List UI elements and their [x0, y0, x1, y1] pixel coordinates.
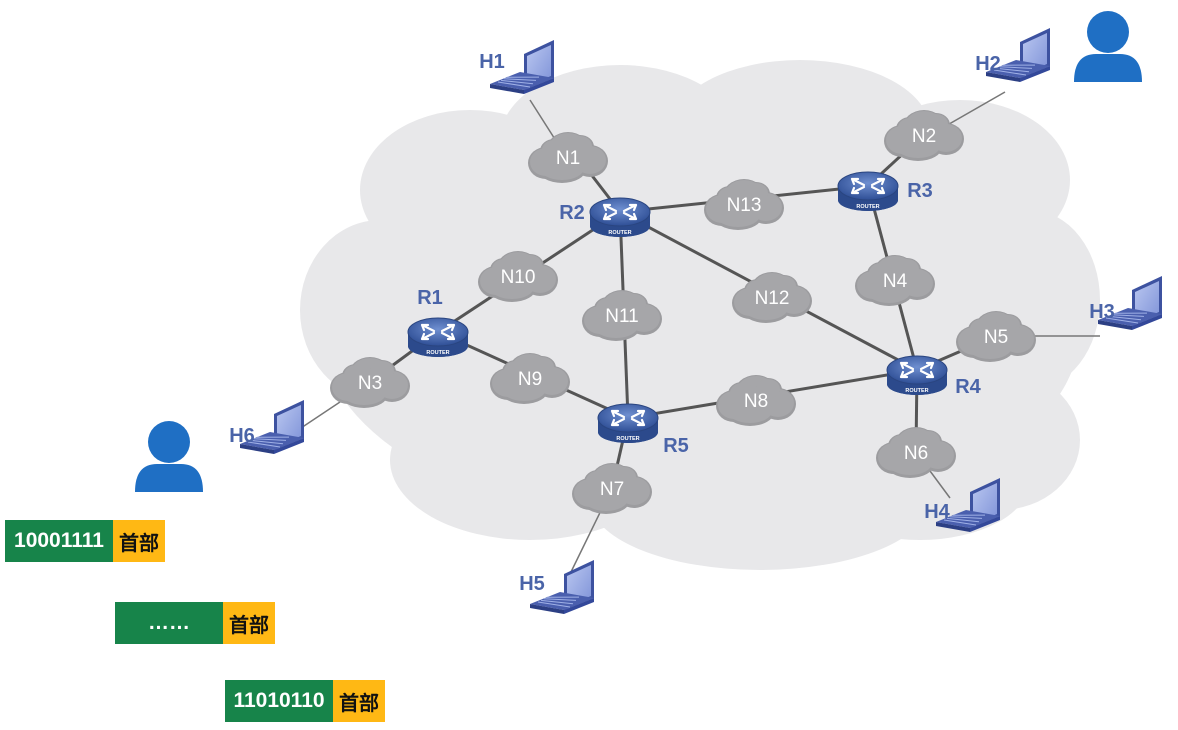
packet-header: 首部	[113, 520, 165, 562]
packet: …… 首部	[115, 602, 275, 644]
router-badge: ROUTER	[616, 436, 639, 442]
router-label: R3	[907, 180, 933, 202]
network-label: N5	[984, 327, 1008, 348]
router-arrows-icon	[602, 203, 638, 221]
router-icon: ROUTER	[407, 317, 469, 357]
router-arrows-icon	[610, 409, 646, 427]
laptop-icon	[530, 560, 594, 614]
laptop-icon	[490, 40, 554, 94]
network-cloud: N1	[528, 132, 608, 183]
router-arrows-icon	[850, 177, 886, 195]
network-cloud: N7	[572, 463, 652, 514]
router-badge: ROUTER	[905, 388, 928, 394]
network-label: N2	[912, 126, 936, 147]
network-cloud: N4	[855, 255, 935, 306]
network-cloud: N9	[490, 353, 570, 404]
network-label: N10	[501, 267, 536, 288]
network-cloud: N2	[884, 110, 964, 161]
router-label: R5	[663, 435, 689, 457]
router-badge: ROUTER	[426, 350, 449, 356]
router-arrows-icon	[899, 361, 935, 379]
laptop-icon	[240, 400, 304, 454]
host-label: H5	[519, 573, 545, 595]
network-cloud: N12	[732, 272, 812, 323]
host-label: H3	[1089, 301, 1115, 323]
network-cloud: N13	[704, 179, 784, 230]
host-label: H6	[229, 425, 255, 447]
router-label: R2	[559, 202, 585, 224]
packet-payload: ……	[115, 602, 223, 644]
router-icon: ROUTER	[837, 171, 899, 211]
network-label: N8	[744, 391, 768, 412]
packet-header: 首部	[223, 602, 275, 644]
user-icon	[1074, 11, 1142, 82]
host-label: H2	[975, 53, 1001, 75]
laptop-icon	[1098, 276, 1162, 330]
host-label: H1	[479, 51, 505, 73]
laptop-icon	[936, 478, 1000, 532]
router-icon: ROUTER	[589, 197, 651, 237]
network-cloud: N10	[478, 251, 558, 302]
network-label: N12	[755, 288, 790, 309]
network-label: N11	[605, 306, 638, 327]
user-icon	[135, 421, 203, 492]
router-label: R4	[955, 376, 981, 398]
network-label: N1	[556, 148, 580, 169]
network-cloud: N11	[582, 290, 662, 341]
network-cloud: N3	[330, 357, 410, 408]
network-label: N4	[883, 271, 908, 292]
network-cloud: N5	[956, 311, 1036, 362]
packet-header: 首部	[333, 680, 385, 722]
network-label: N13	[727, 195, 762, 216]
internet-cloud	[300, 60, 1100, 570]
router-label: R1	[417, 287, 443, 309]
router-badge: ROUTER	[856, 204, 879, 210]
packet-payload: 10001111	[5, 520, 113, 562]
router-icon: ROUTER	[597, 403, 659, 443]
network-label: N9	[518, 369, 542, 390]
network-cloud: N6	[876, 427, 956, 478]
packet-payload: 11010110	[225, 680, 333, 722]
router-badge: ROUTER	[608, 230, 631, 236]
router-icon: ROUTER	[886, 355, 948, 395]
network-label: N6	[904, 443, 928, 464]
network-label: N7	[600, 479, 624, 500]
router-arrows-icon	[420, 323, 456, 341]
laptop-icon	[986, 28, 1050, 82]
host-label: H4	[924, 501, 950, 523]
packet: 11010110 首部	[225, 680, 385, 722]
network-label: N3	[358, 373, 382, 394]
packet: 10001111 首部	[5, 520, 165, 562]
network-cloud: N8	[716, 375, 796, 426]
